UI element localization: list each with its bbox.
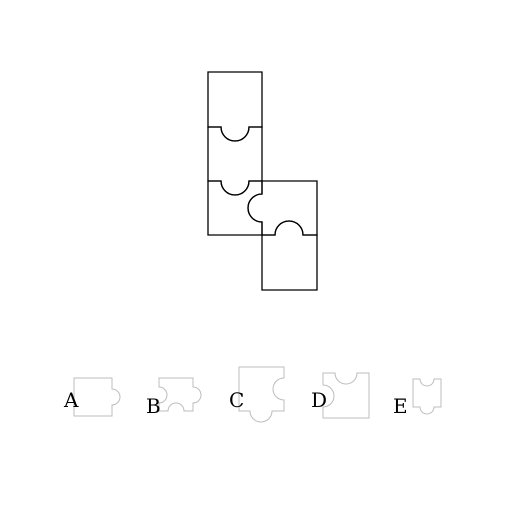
option-e-piece xyxy=(412,378,442,415)
main-piece-right xyxy=(247,180,318,236)
main-piece-bottom-left xyxy=(207,180,263,236)
option-d-label: D xyxy=(311,388,327,412)
option-e[interactable]: E xyxy=(393,378,442,418)
option-a[interactable]: A xyxy=(63,377,121,417)
option-c[interactable]: C xyxy=(229,366,285,423)
option-b-piece xyxy=(158,377,202,412)
option-d[interactable]: D xyxy=(311,372,370,419)
option-d-piece xyxy=(322,372,370,419)
option-b-label: B xyxy=(146,394,161,418)
option-b[interactable]: B xyxy=(146,377,202,418)
main-piece-bottom xyxy=(261,220,318,291)
option-c-piece xyxy=(238,366,285,423)
option-c-label: C xyxy=(229,388,244,412)
main-puzzle xyxy=(207,71,318,291)
option-e-label: E xyxy=(393,394,408,418)
option-a-label: A xyxy=(63,388,79,412)
option-a-piece xyxy=(73,377,121,417)
main-piece-top xyxy=(207,71,263,142)
main-piece-middle xyxy=(207,126,263,196)
